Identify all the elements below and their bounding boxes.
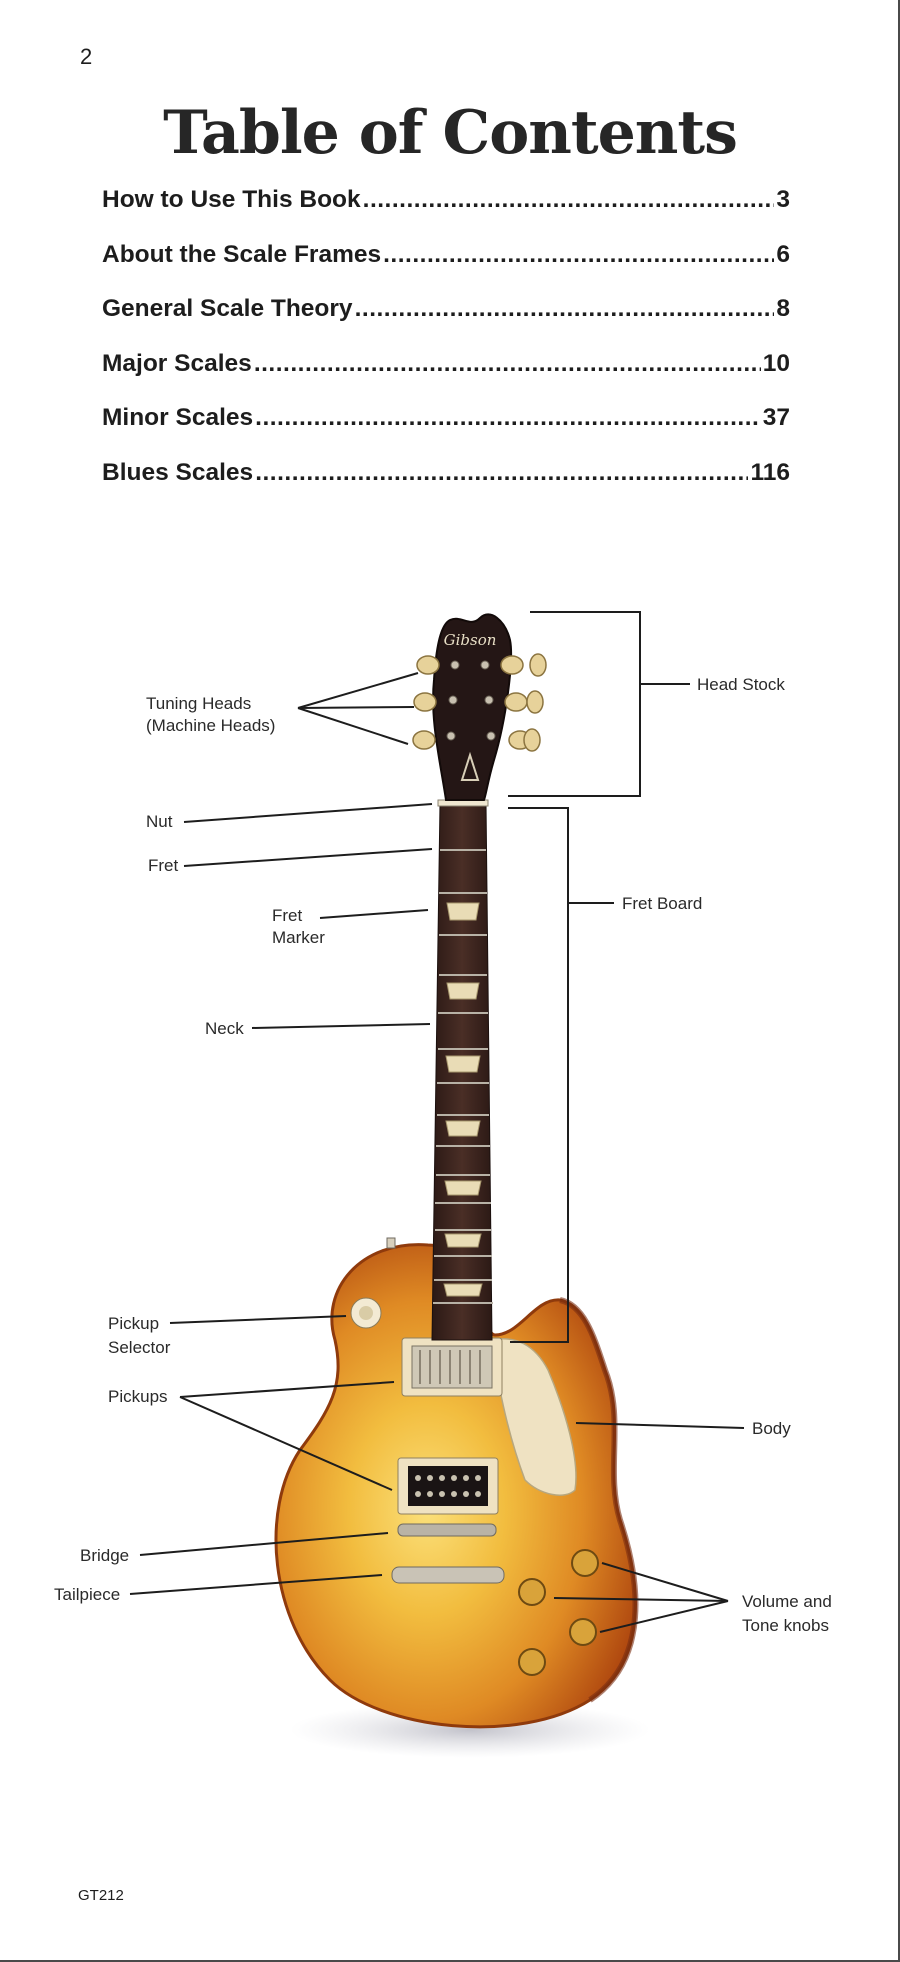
footer-code: GT212: [78, 1887, 124, 1904]
toc-entry-label: Blues Scales: [102, 458, 254, 486]
label-pickups: Pickups: [108, 1387, 168, 1406]
label-fret: Fret: [148, 856, 179, 875]
toc-entry-label: Major Scales: [102, 349, 252, 377]
page-title: Table of Contents: [163, 98, 738, 168]
toc-leader-dots: [255, 404, 761, 432]
toc-entry-label: General Scale Theory: [102, 295, 353, 322]
toc-entry-label: Minor Scales: [102, 404, 254, 431]
toc-entry-page: 116: [750, 458, 790, 486]
label-machine-heads: (Machine Heads): [146, 716, 275, 735]
neck-pickup: [401, 1337, 503, 1397]
toc-entry[interactable]: Major Scales 10: [102, 350, 790, 405]
toc-leader-dots: [254, 350, 761, 378]
label-body: Body: [752, 1419, 791, 1438]
label-knobs-2: Tone knobs: [742, 1616, 829, 1635]
toc-entry[interactable]: Blues Scales 116: [102, 459, 790, 514]
pickguard: [491, 1338, 577, 1496]
toc-entry-page: 3: [776, 186, 790, 213]
tailpiece: [391, 1566, 505, 1584]
volume-tone-knobs: [518, 1549, 599, 1676]
brand-logo: Gibson: [444, 631, 497, 649]
toc-entry-page: 8: [776, 295, 790, 322]
label-fret-board: Fret Board: [622, 894, 702, 913]
label-head-stock: Head Stock: [697, 675, 785, 694]
toc-entry[interactable]: About the Scale Frames 6: [102, 241, 790, 296]
toc-entry[interactable]: General Scale Theory 8: [102, 295, 790, 350]
bridge-pickup: [397, 1457, 499, 1515]
label-fret-marker-1: Fret: [272, 906, 303, 925]
toc-leader-dots: [363, 186, 775, 214]
toc-entry[interactable]: Minor Scales 37: [102, 404, 790, 459]
toc-leader-dots: [355, 295, 775, 323]
guitar-anatomy-diagram: Gibson Tun: [54, 611, 832, 1758]
toc-entry-label: About the Scale Frames: [102, 240, 382, 268]
callout-lines: [129, 611, 745, 1633]
bridge: [397, 1523, 497, 1537]
label-bridge: Bridge: [80, 1546, 129, 1565]
toc-entry-page: 10: [762, 349, 790, 377]
toc-leader-dots: [383, 241, 774, 269]
label-fret-marker-2: Marker: [272, 928, 325, 947]
toc-entry-page: 37: [762, 404, 790, 431]
label-neck: Neck: [205, 1019, 244, 1038]
guitar-body: [274, 1237, 639, 1729]
fret-board: [431, 799, 493, 1341]
label-pickup-selector-1: Pickup: [108, 1314, 159, 1333]
table-of-contents: How to Use This Book 3 About the Scale Fr…: [102, 186, 790, 513]
label-knobs-1: Volume and: [742, 1592, 832, 1611]
toc-entry[interactable]: How to Use This Book 3: [102, 186, 790, 241]
label-nut: Nut: [146, 812, 173, 831]
head-stock: Gibson: [432, 613, 513, 801]
fret-marker-inlays: [443, 902, 483, 1297]
label-tuning-heads: Tuning Heads: [146, 694, 251, 713]
label-pickup-selector-2: Selector: [108, 1338, 171, 1357]
tuning-heads: [412, 653, 547, 752]
label-tailpiece: Tailpiece: [54, 1585, 120, 1604]
pickup-selector: [350, 1297, 382, 1329]
page-number: 2: [80, 44, 93, 69]
toc-leader-dots: [255, 459, 748, 487]
toc-entry-page: 6: [776, 240, 790, 268]
toc-entry-label: How to Use This Book: [102, 186, 361, 213]
